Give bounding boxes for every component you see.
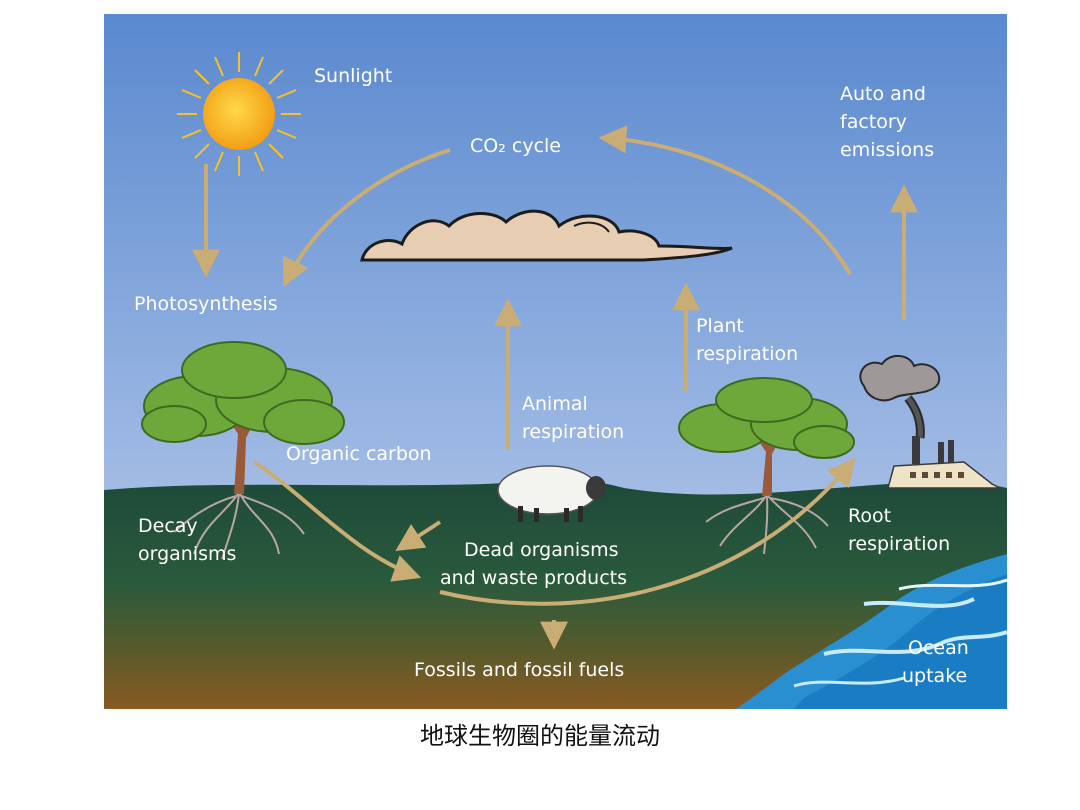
arrow-organic-carbon	[252, 460, 422, 582]
label-ocean-line2: uptake	[902, 665, 967, 687]
label-fossils: Fossils and fossil fuels	[414, 659, 624, 681]
label-animal-respiration-line2: respiration	[522, 421, 624, 443]
label-ocean-line1: Ocean	[908, 637, 969, 659]
label-root-respiration-line2: respiration	[848, 533, 950, 555]
label-plant-respiration-line2: respiration	[696, 343, 798, 365]
label-sunlight: Sunlight	[314, 65, 392, 87]
label-decay-line2: organisms	[138, 543, 236, 565]
label-photosynthesis: Photosynthesis	[134, 293, 278, 315]
arrow-to-dead-organisms	[395, 520, 442, 552]
ground	[104, 479, 1007, 709]
label-co2-cycle: CO₂ cycle	[470, 135, 561, 157]
label-organic-carbon: Organic carbon	[286, 443, 432, 465]
ocean	[736, 554, 1007, 709]
arrows	[192, 125, 918, 650]
arrow-emissions-to-co2	[598, 125, 852, 275]
cloud	[360, 209, 733, 262]
label-root-respiration-line1: Root	[848, 505, 891, 527]
label-decay-line1: Decay	[138, 515, 198, 537]
arrow-co2-to-photosynthesis	[283, 148, 451, 288]
label-auto-emissions-line1: Auto and	[840, 83, 926, 105]
sheep-icon	[497, 465, 606, 522]
tree-left	[141, 341, 345, 560]
label-dead-organisms-line2: and waste products	[440, 567, 627, 589]
label-auto-emissions-line2: factory	[840, 111, 907, 133]
figure-caption: 地球生物圈的能量流动	[420, 722, 660, 750]
label-dead-organisms-line1: Dead organisms	[464, 539, 619, 561]
label-plant-respiration-line1: Plant	[696, 315, 744, 337]
carbon-cycle-diagram: Sunlight CO₂ cycle Auto and factory emis…	[104, 14, 1007, 709]
label-auto-emissions-line3: emissions	[840, 139, 934, 161]
label-animal-respiration-line1: Animal	[522, 393, 588, 415]
tree-right	[678, 377, 855, 555]
sun-icon	[177, 52, 301, 176]
factory-icon	[859, 355, 1001, 489]
arrow-root-respiration-loop	[439, 457, 856, 606]
